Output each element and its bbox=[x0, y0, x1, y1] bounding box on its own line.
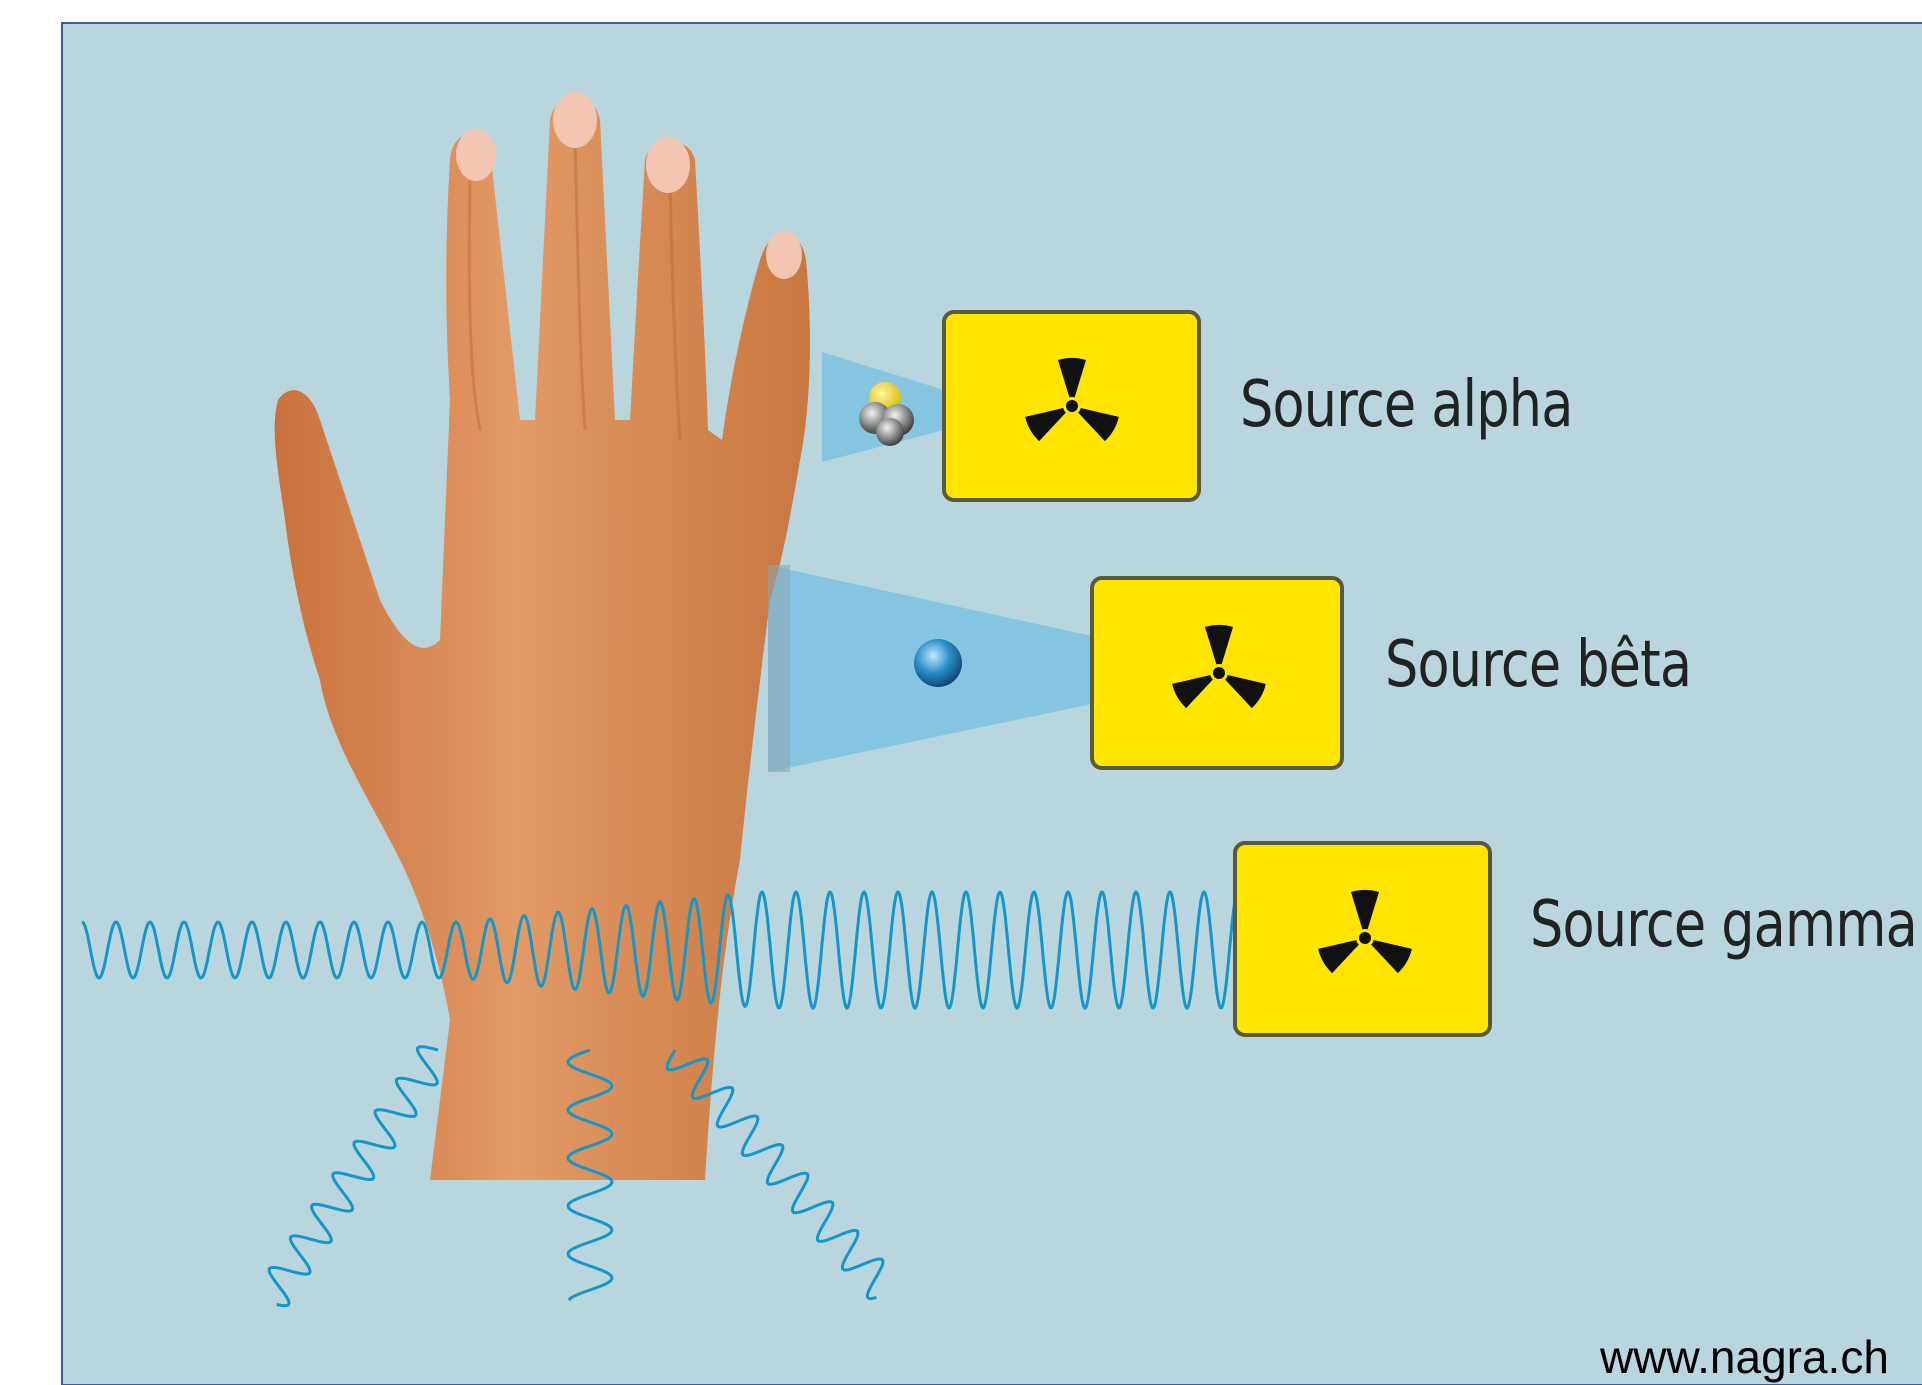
source-alpha-label: Source alpha bbox=[1240, 368, 1573, 442]
source-credit: www.nagra.ch bbox=[1600, 1330, 1889, 1384]
source-beta-label: Source bêta bbox=[1385, 628, 1691, 702]
gamma-source-box bbox=[1235, 843, 1490, 1035]
beta-source-box bbox=[1092, 578, 1342, 768]
source-gamma-label: Source gamma bbox=[1530, 888, 1917, 962]
alpha-source-box bbox=[944, 312, 1199, 500]
beta-absorption-edge bbox=[768, 565, 790, 772]
beta-particle-icon bbox=[914, 639, 962, 687]
